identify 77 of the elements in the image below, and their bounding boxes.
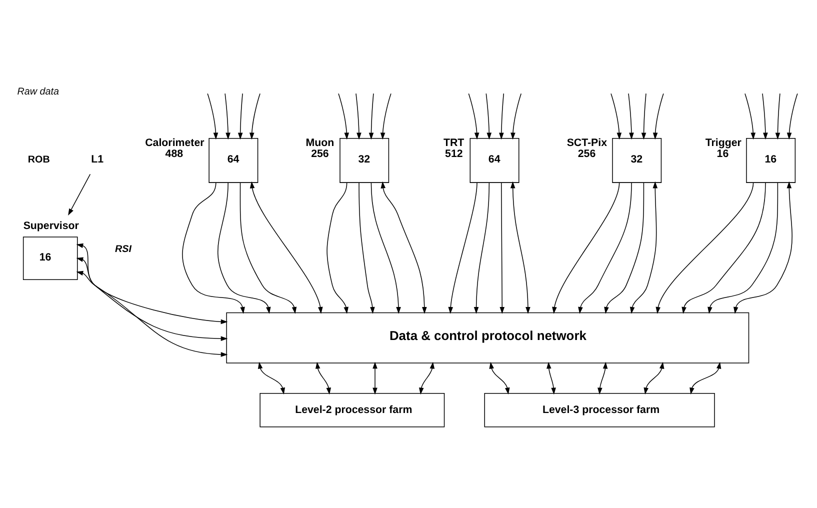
- arrow: [690, 361, 722, 394]
- arrow: [315, 361, 332, 394]
- node-box: Level-3 processor farm: [484, 392, 715, 427]
- arrow: [358, 182, 375, 314]
- arrow: [250, 180, 323, 314]
- node-box: 16: [746, 138, 796, 182]
- label: Raw data: [17, 86, 59, 98]
- arrow: [448, 182, 478, 314]
- arrow: [356, 92, 362, 140]
- arrow: [380, 180, 427, 314]
- arrow: [76, 242, 228, 324]
- arrow: [786, 92, 798, 140]
- node-label: 16: [716, 147, 729, 160]
- label: ROB: [28, 154, 50, 165]
- node-box: 64: [208, 138, 258, 182]
- arrow: [604, 182, 644, 314]
- node-box: 32: [612, 138, 662, 182]
- arrow: [238, 92, 243, 140]
- node-label: TRT: [444, 136, 464, 149]
- arrow: [762, 92, 768, 140]
- node-box: 64: [470, 138, 520, 182]
- node-box: 32: [340, 138, 390, 182]
- node-label: 256: [578, 147, 596, 160]
- arrow: [372, 361, 378, 394]
- node-box: Data & control protocol network: [226, 312, 750, 363]
- arrow: [240, 182, 297, 314]
- arrow: [744, 92, 756, 140]
- arrow: [218, 182, 271, 314]
- arrow: [546, 361, 556, 394]
- node-label: Muon: [306, 136, 334, 149]
- arrow: [499, 92, 504, 140]
- arrow: [628, 92, 634, 140]
- arrow: [598, 361, 608, 394]
- arrow: [468, 92, 480, 140]
- arrow: [489, 361, 510, 394]
- arrow: [76, 256, 228, 340]
- arrow: [656, 182, 754, 314]
- arrow: [76, 270, 228, 356]
- arrow: [644, 361, 664, 394]
- arrow: [641, 92, 646, 140]
- node-label: Calorimeter: [145, 136, 204, 149]
- node-label: Supervisor: [23, 219, 79, 232]
- arrow: [578, 182, 632, 314]
- node-text: L1: [91, 153, 104, 166]
- node-label: SCT-Pix: [566, 136, 608, 149]
- arrow: [708, 182, 778, 314]
- arrow: [68, 173, 91, 215]
- arrow: [326, 182, 348, 314]
- arrow: [500, 182, 505, 314]
- arrow: [368, 92, 374, 140]
- arrow: [775, 92, 780, 140]
- arrow: [249, 92, 260, 140]
- arrow: [630, 180, 658, 314]
- arrow: [370, 182, 401, 314]
- node-label: 512: [445, 147, 463, 160]
- arrow: [224, 92, 230, 140]
- node-label: 256: [311, 147, 329, 160]
- arrow: [474, 182, 490, 314]
- arrow: [418, 361, 435, 394]
- arrow: [610, 92, 622, 140]
- arrow: [380, 92, 392, 140]
- label: RSI: [115, 243, 132, 254]
- arrow: [207, 92, 218, 140]
- arrow: [682, 182, 766, 314]
- arrow: [338, 92, 350, 140]
- node-label: Trigger: [705, 136, 742, 149]
- node-box: Level-2 processor farm: [260, 392, 445, 427]
- node-label: 488: [165, 147, 184, 160]
- arrow: [510, 92, 522, 140]
- arrow: [182, 182, 245, 314]
- arrow: [552, 182, 620, 314]
- arrow: [733, 180, 792, 314]
- arrow: [510, 180, 530, 314]
- arrow: [486, 92, 492, 140]
- node-box: 16: [22, 236, 78, 280]
- arrow: [258, 361, 286, 394]
- arrow: [652, 92, 664, 140]
